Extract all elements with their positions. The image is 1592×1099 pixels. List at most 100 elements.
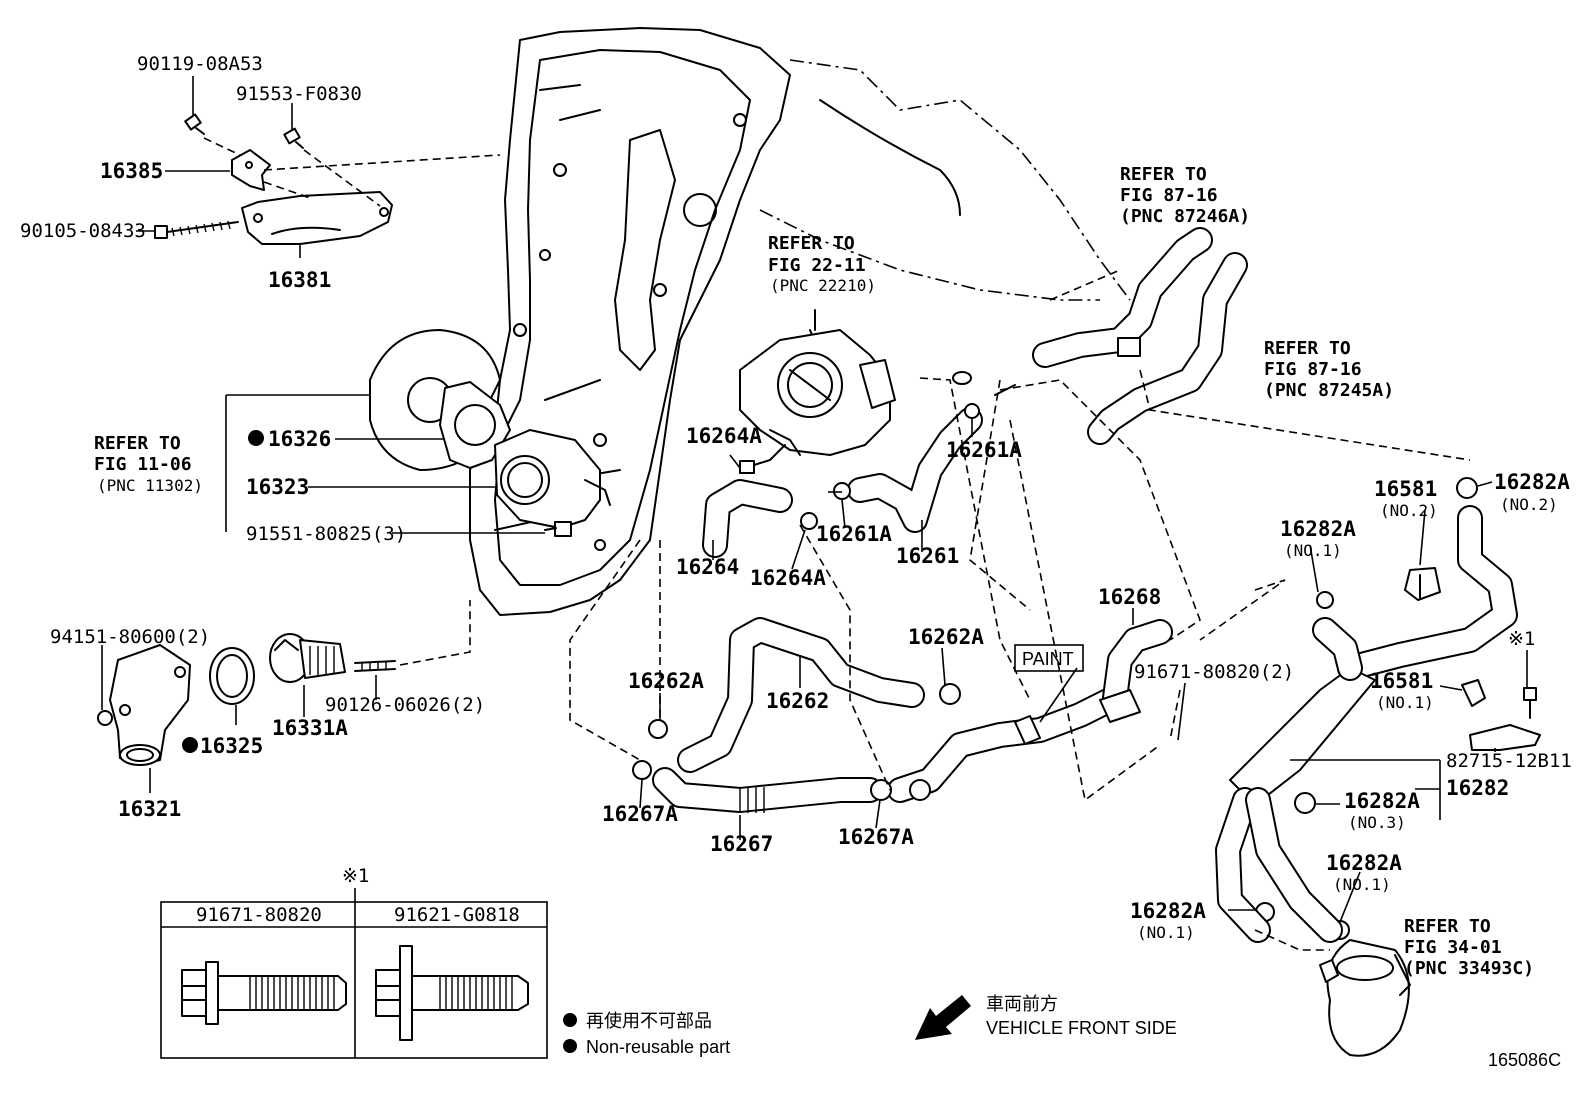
label-16261A-upper: 16261A	[946, 438, 1022, 462]
label-16282A-mid-no: (NO.1)	[1284, 541, 1342, 560]
label-16581-bottom-no: (NO.1)	[1376, 693, 1434, 712]
label-16321: 16321	[118, 797, 181, 821]
label-16282A-top: 16282A	[1494, 470, 1570, 494]
ref-fig87a-line2: FIG 87-16	[1120, 185, 1218, 206]
ref-fig22-line1: REFER TO	[768, 233, 855, 254]
thermostat-group	[97, 600, 471, 766]
bolt-table-note-mark: ※1	[342, 865, 369, 887]
water-inlet-housing	[439, 381, 611, 537]
ref-fig11-line3: (PNC 11302)	[97, 476, 203, 495]
bolt-91621-G0818-drawing	[375, 945, 529, 1041]
label-16262: 16262	[766, 689, 829, 713]
non-reusable-marker-16325	[182, 737, 198, 753]
part-labels: 90119-08A53 91553-F0830 16385 90105-0843…	[20, 53, 1572, 979]
water-bypass-pipe-16282	[1215, 505, 1541, 1057]
paint-box: PAINT	[1014, 644, 1084, 672]
label-16264: 16264	[676, 555, 739, 579]
diagram-code: 165086C	[1488, 1050, 1561, 1070]
label-16581-top-no: (NO.2)	[1380, 501, 1438, 520]
legend-dot-en	[563, 1039, 577, 1053]
label-16385: 16385	[100, 159, 163, 183]
label-94151: 94151-80600(2)	[50, 626, 210, 648]
legend: 再使用不可部品 Non-reusable part	[563, 1011, 730, 1057]
label-16261A-lower: 16261A	[816, 522, 892, 546]
ref-fig34-line3: (PNC 33493C)	[1404, 958, 1534, 979]
hose-16262	[677, 617, 925, 773]
ref-fig34-line1: REFER TO	[1404, 916, 1491, 937]
label-91671: 91671-80820(2)	[1134, 661, 1294, 683]
hose-16267	[652, 767, 883, 813]
ref-fig22-line3: (PNC 22210)	[770, 276, 876, 295]
hose-16264	[702, 459, 793, 558]
ref-fig11-line1: REFER TO	[94, 433, 181, 454]
thermostat-16331A	[269, 633, 346, 683]
label-16282A-no3-no: (NO.3)	[1348, 813, 1406, 832]
bolt-90119	[184, 113, 205, 135]
label-16264A-lower: 16264A	[750, 566, 826, 590]
ref-fig87b-line3: (PNC 87245A)	[1264, 380, 1394, 401]
throttle-body	[739, 309, 896, 461]
bolt-91671-80820-drawing	[181, 961, 347, 1025]
hose-16268	[887, 619, 1173, 803]
bracket-16385	[231, 149, 271, 191]
legend-dot-jp	[563, 1013, 577, 1027]
hose-87245A	[1087, 252, 1248, 445]
stud-90126	[354, 660, 396, 672]
label-16267A-left: 16267A	[602, 802, 678, 826]
label-91553: 91553-F0830	[236, 83, 362, 105]
ref-fig11-line2: FIG 11-06	[94, 454, 192, 475]
direction-jp: 車両前方	[986, 994, 1058, 1014]
legend-en: Non-reusable part	[586, 1037, 730, 1057]
bolt-table: ※1 91671-80820 91621-G0818	[160, 865, 548, 1059]
bracket-group	[154, 113, 501, 245]
label-16282A-left-no: (NO.1)	[1137, 923, 1195, 942]
label-16262A-right: 16262A	[908, 625, 984, 649]
leader-lines	[101, 76, 1528, 923]
label-16282A-mid: 16282A	[1280, 517, 1356, 541]
bolt-90105	[154, 220, 239, 239]
label-90119: 90119-08A53	[137, 53, 263, 75]
label-16282: 16282	[1446, 776, 1509, 800]
ref-fig34-line2: FIG 34-01	[1404, 937, 1502, 958]
bolt-table-col2: 91621-G0818	[394, 904, 520, 926]
ref-fig87a-line1: REFER TO	[1120, 164, 1207, 185]
label-16323: 16323	[246, 475, 309, 499]
label-16268: 16268	[1098, 585, 1161, 609]
engine-timing-cover	[369, 27, 1131, 616]
label-16381: 16381	[268, 268, 331, 292]
ref-fig87b-line2: FIG 87-16	[1264, 359, 1362, 380]
non-reusable-marker-16326	[248, 430, 264, 446]
label-16331A: 16331A	[272, 716, 348, 740]
ref-fig87a-line3: (PNC 87246A)	[1120, 206, 1250, 227]
label-16326: 16326	[268, 427, 331, 451]
label-16282A-right: 16282A	[1326, 851, 1402, 875]
label-16262A-left: 16262A	[628, 669, 704, 693]
bolt-table-col1: 91671-80820	[196, 904, 322, 926]
label-16267A-right: 16267A	[838, 825, 914, 849]
water-inlet-16321	[109, 644, 191, 766]
label-90126: 90126-06026(2)	[325, 694, 485, 716]
label-16325: 16325	[200, 734, 263, 758]
label-16267: 16267	[710, 832, 773, 856]
label-star1-right: ※1	[1508, 628, 1535, 650]
legend-jp: 再使用不可部品	[586, 1011, 712, 1031]
ref-fig87b-line1: REFER TO	[1264, 338, 1351, 359]
hose-87246A	[1032, 227, 1213, 368]
label-16282A-left: 16282A	[1130, 899, 1206, 923]
ref-fig22-line2: FIG 22-11	[768, 255, 866, 276]
label-91551: 91551-80825(3)	[246, 523, 406, 545]
label-16581-bottom: 16581	[1370, 669, 1433, 693]
label-16581-top: 16581	[1374, 477, 1437, 501]
label-16264A-upper: 16264A	[686, 424, 762, 448]
label-82715: 82715-12B11	[1446, 750, 1572, 772]
label-16261: 16261	[896, 544, 959, 568]
vehicle-front-arrow-icon	[915, 995, 971, 1040]
label-16282A-no3: 16282A	[1344, 789, 1420, 813]
vehicle-direction: 車両前方 VEHICLE FRONT SIDE	[915, 994, 1177, 1040]
label-16282A-right-no: (NO.1)	[1333, 875, 1391, 894]
bolt-91553	[283, 127, 304, 149]
label-16282A-top-no: (NO.2)	[1500, 495, 1558, 514]
direction-en: VEHICLE FRONT SIDE	[986, 1018, 1177, 1038]
label-paint: PAINT	[1022, 649, 1074, 669]
